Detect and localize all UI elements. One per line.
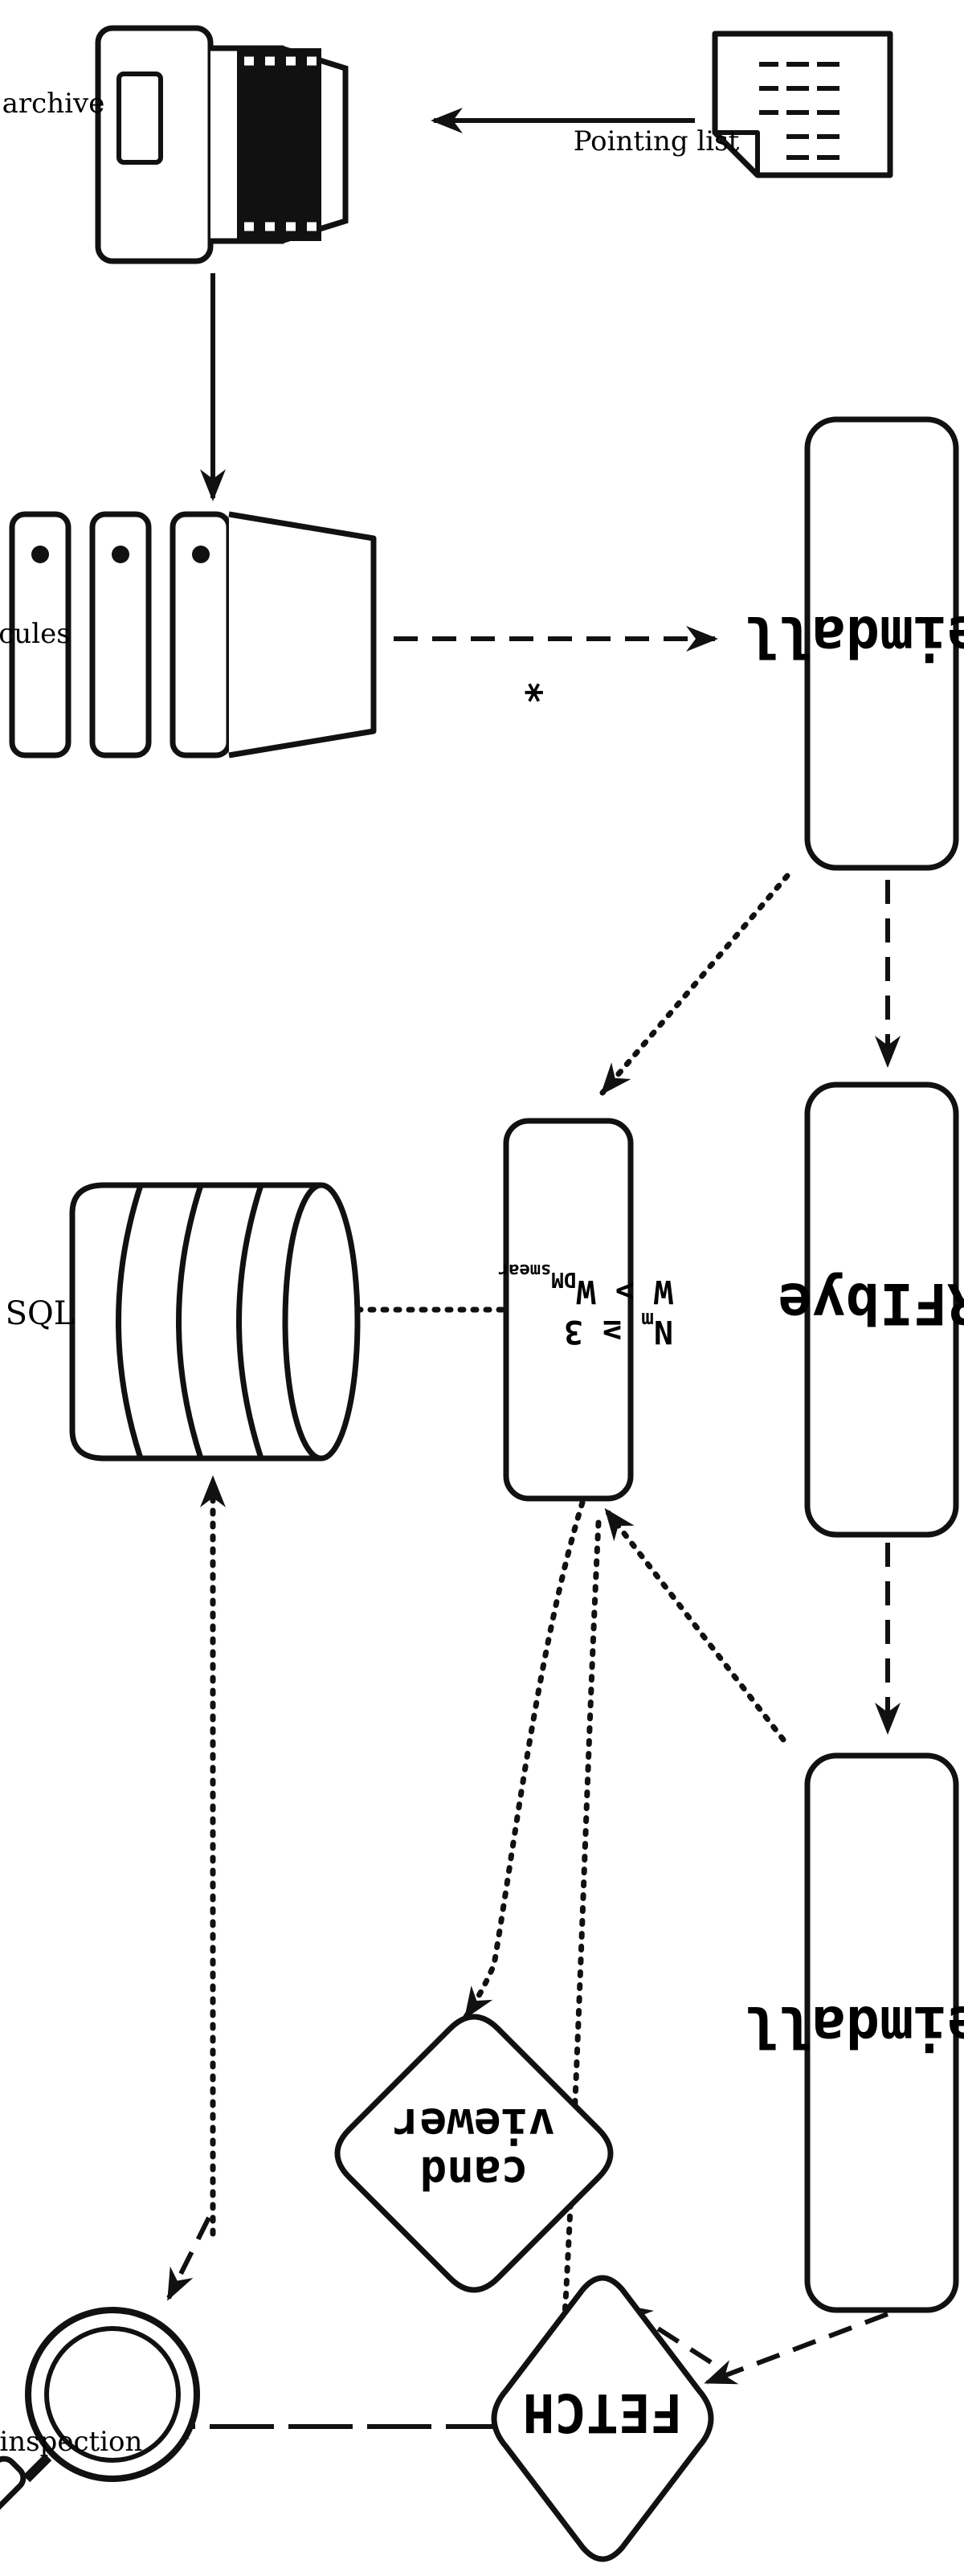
server-icon — [9, 511, 377, 758]
cand-viewer-box — [334, 2014, 614, 2293]
filter-w-rhs: W — [576, 1273, 596, 1310]
filter-n-symbol: N — [654, 1313, 673, 1350]
filter-w-subsubscript: smear — [498, 1260, 551, 1280]
filter-criteria: Nm ≥ 3 W > WDMsmear — [498, 1260, 673, 1350]
heimdall-box-1 — [804, 416, 959, 871]
cand-viewer-label-line1: cand — [420, 2146, 529, 2198]
filter-criteria-box — [503, 1118, 634, 1502]
rfibye-box — [804, 1082, 959, 1538]
label-human-inspection: Human inspection — [0, 2426, 142, 2458]
filter-op-ge: ≥ — [602, 1313, 622, 1350]
heimdall-label-2: Heimdall — [744, 1993, 964, 2059]
arrow-filter-to-candviewer — [463, 1499, 586, 2020]
label-sql: SQL — [6, 1295, 76, 1332]
filter-op-gt: > — [615, 1273, 635, 1310]
arrow-heimdall-to-filter — [599, 873, 790, 1096]
label-hercules: Hercules — [0, 618, 71, 650]
arrow-heimdall2-to-filter — [603, 1507, 786, 1743]
fetch-label: FETCH — [523, 2382, 683, 2443]
heimdall-label-1: Heimdall — [744, 603, 964, 669]
arrow-candviewer-to-human — [166, 2216, 211, 2301]
fetch-box — [491, 2275, 714, 2562]
label-pointing-list: Pointing list — [574, 125, 740, 157]
filter-n-subscript: m — [641, 1307, 654, 1331]
filter-n-value: 3 — [564, 1313, 583, 1350]
tape-drive-icon — [95, 25, 349, 264]
document-icon — [712, 31, 893, 178]
rfibye-label: RFIbye — [778, 1270, 964, 1336]
svg-text:W > WDMsmear: W > WDMsmear — [498, 1260, 673, 1310]
database-icon — [69, 1182, 361, 1462]
cand-viewer-label-line2: viewer — [393, 2098, 555, 2150]
asterisk-marker: * — [504, 681, 549, 705]
filter-w-symbol: W — [653, 1273, 673, 1310]
label-tape-archive: Tape archive — [0, 88, 104, 120]
heimdall-box-2 — [804, 1752, 959, 2313]
filter-w-subscript: DM — [551, 1267, 576, 1291]
svg-text:Nm ≥ 3: Nm ≥ 3 — [564, 1307, 673, 1350]
arrow-filter-to-fetch — [551, 1519, 602, 2361]
magnifier-icon — [0, 2307, 200, 2548]
arrow-heimdall2-to-fetch — [704, 2312, 889, 2385]
